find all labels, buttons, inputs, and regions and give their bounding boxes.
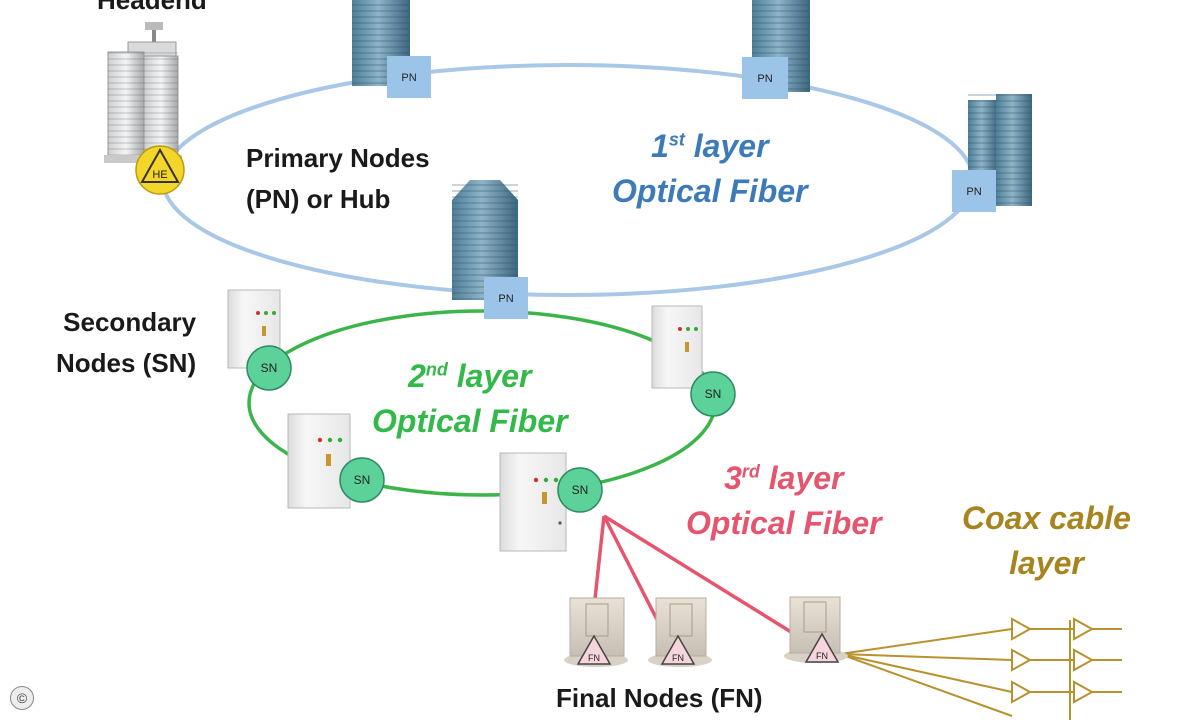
amplifier-icon [1011,617,1033,641]
first-layer-suffix: st [668,129,685,150]
third-layer-number: 3 [724,460,742,496]
coax-amplifiers [1011,617,1095,704]
sn-badge-label: SN [705,387,722,401]
pn-badge-label: PN [966,186,981,198]
he-badge: HE [135,145,185,195]
pn-badge: PN [484,277,528,319]
second-layer-word: layer [447,358,532,394]
sn-badge: SN [246,345,292,391]
copyright-icon: © [10,686,34,710]
sn-badge: SN [557,467,603,513]
secondary-nodes-label: Secondary Nodes (SN) [56,306,196,379]
coax-network [839,620,1122,720]
first-layer-number: 1 [651,128,669,164]
secondary-nodes-label-line1: Secondary [63,307,197,337]
secondary-node-cabinet-icon [651,305,703,389]
primary-nodes-label-line2: (PN) or Hub [246,183,391,214]
sn-badge-label: SN [572,483,589,497]
pn-badge-label: PN [401,72,416,84]
fn-badge: FN [660,634,696,665]
amplifier-icon [1011,648,1033,672]
primary-nodes-label-line1: Primary Nodes [246,143,430,173]
fn-badge: FN [576,634,612,665]
third-layer-label-line2: Optical Fiber [686,504,882,541]
second-layer-label: 2nd layer Optical Fiber [372,354,568,444]
amplifier-icon [1011,680,1033,704]
pn-badge: PN [952,170,996,212]
amplifier-icon [1073,617,1095,641]
third-layer-suffix: rd [741,461,760,482]
pn-badge-label: PN [757,73,772,85]
first-layer-word: layer [684,128,769,164]
third-layer-label: 3rd layer Optical Fiber [686,456,882,546]
sn-badge: SN [339,457,385,503]
pn-badge: PN [742,57,788,99]
pn-badge: PN [387,56,431,98]
amplifier-icon [1073,648,1095,672]
final-nodes-label: Final Nodes (FN) [556,683,763,713]
third-layer-word: layer [759,460,844,496]
sn-badge-label: SN [354,473,371,487]
second-layer-number: 2 [408,358,426,394]
he-badge-label: HE [152,169,167,181]
pn-badge-label: PN [498,293,513,305]
fn-badge-label: FN [672,653,684,663]
fn-badge-label: FN [816,651,828,661]
secondary-node-cabinet-icon [499,452,567,552]
first-layer-label-line2: Optical Fiber [612,172,808,209]
secondary-node-cabinet-icon [287,413,351,509]
second-layer-label-line1: 2nd layer [372,354,568,399]
amplifier-icon [1073,680,1095,704]
first-layer-label-line1: 1st layer [612,124,808,169]
coax-layer-label-line1: Coax cable [962,500,1131,536]
headend-label: Headend [97,0,207,15]
headend-building-icon [104,22,182,163]
coax-layer-label: Coax cable layer [962,496,1131,586]
second-layer-label-line2: Optical Fiber [372,402,568,439]
sn-badge-label: SN [261,361,278,375]
primary-nodes-label: Primary Nodes (PN) or Hub [246,142,430,215]
coax-layer-label-line2: layer [1009,544,1084,581]
fn-badge-label: FN [588,653,600,663]
third-layer-label-line1: 3rd layer [686,456,882,501]
fn-badge: FN [804,632,840,663]
primary-node-building-icon [352,0,410,86]
second-layer-suffix: nd [425,359,448,380]
secondary-nodes-label-line2: Nodes (SN) [56,347,197,378]
first-layer-label: 1st layer Optical Fiber [612,124,808,214]
sn-badge: SN [690,371,736,417]
